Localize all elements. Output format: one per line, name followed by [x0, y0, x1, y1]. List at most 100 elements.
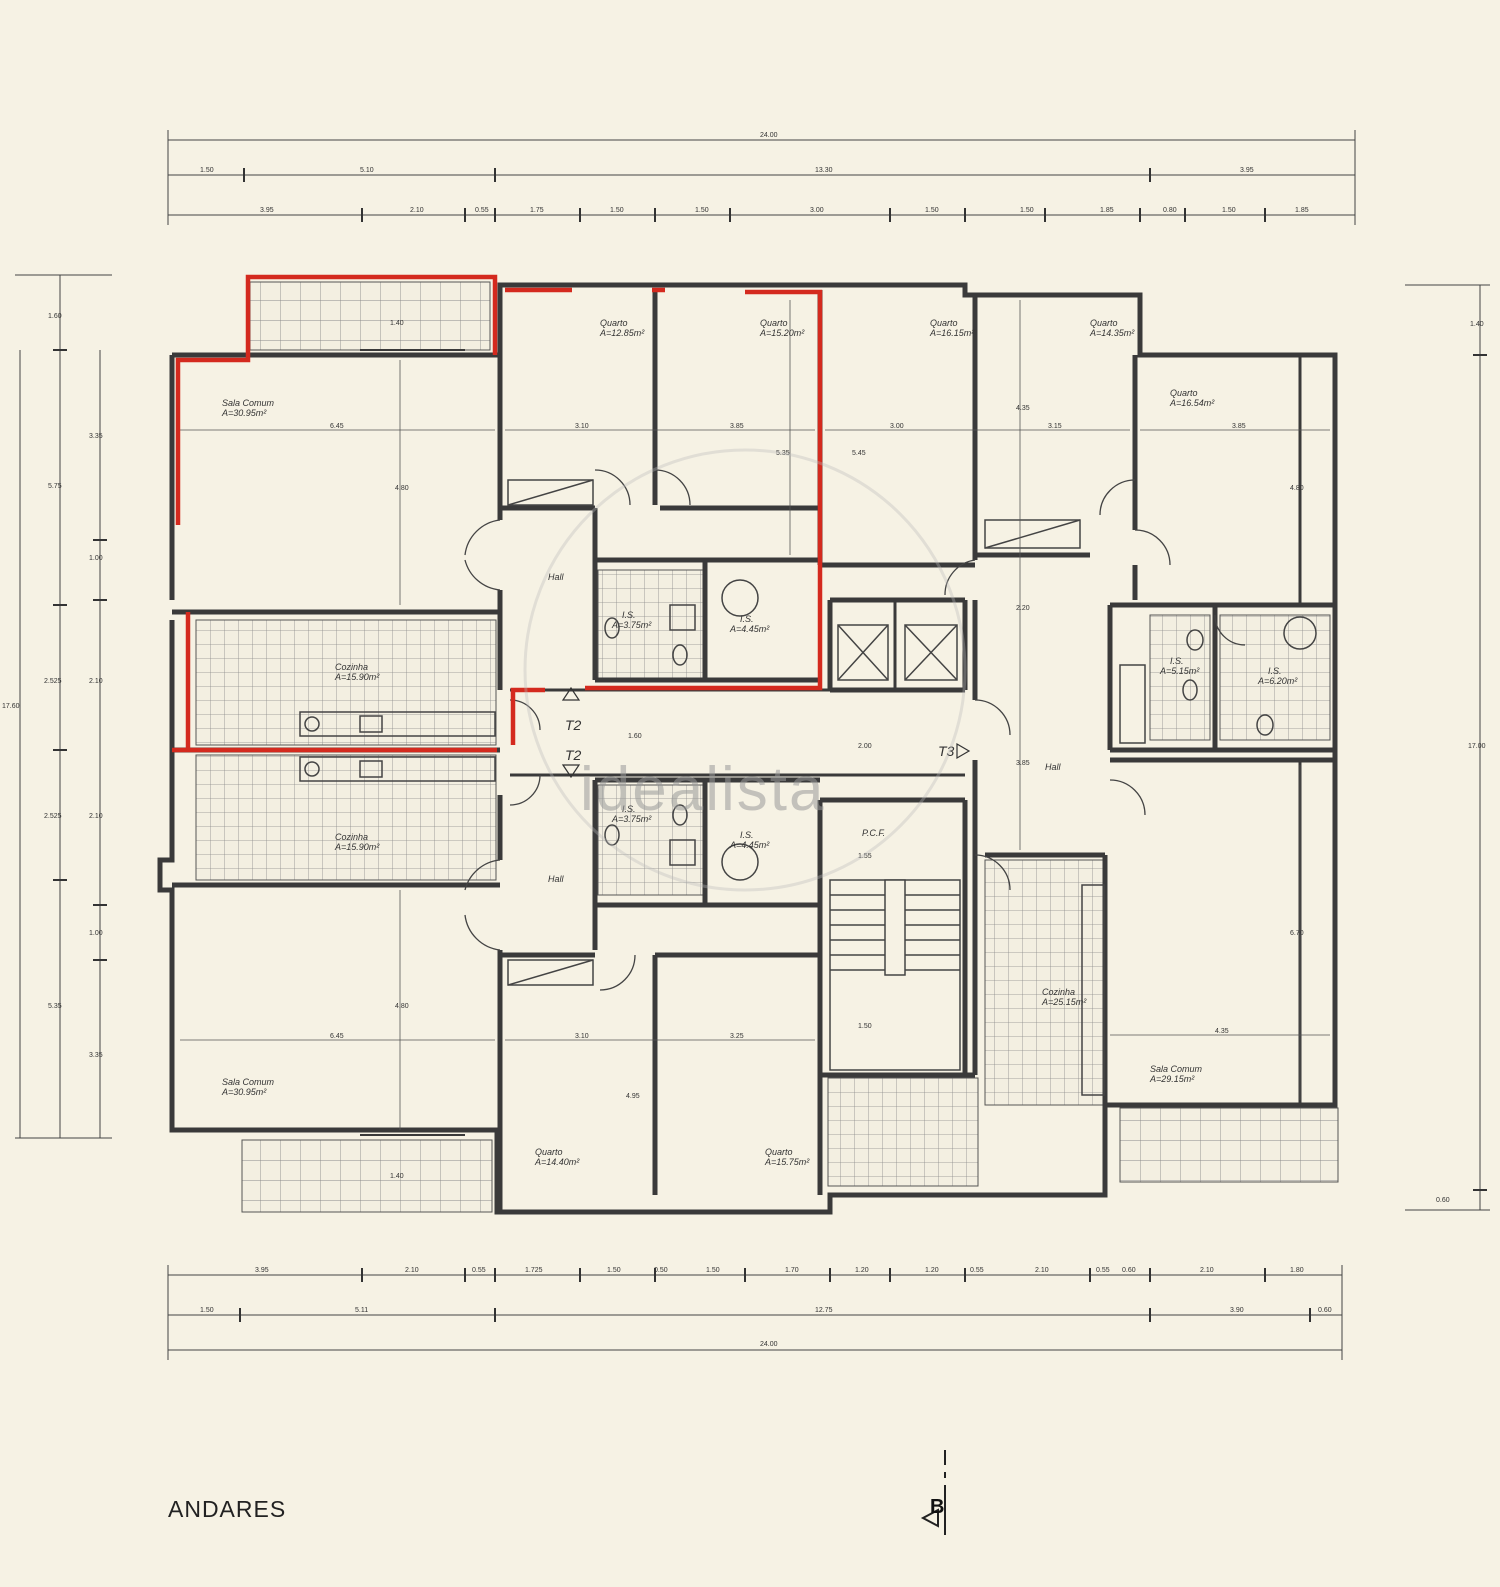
svg-text:1.40: 1.40 — [390, 320, 404, 327]
room-name: P.C.F. — [862, 828, 885, 838]
svg-text:3.10: 3.10 — [575, 423, 589, 430]
svg-text:0.60: 0.60 — [1122, 1267, 1136, 1274]
svg-text:0.60: 0.60 — [1436, 1197, 1450, 1204]
svg-text:1.725: 1.725 — [525, 1267, 543, 1274]
svg-text:2.10: 2.10 — [405, 1267, 419, 1274]
svg-text:1.70: 1.70 — [785, 1267, 799, 1274]
svg-text:0.80: 0.80 — [1163, 207, 1177, 214]
svg-text:1.85: 1.85 — [1100, 207, 1114, 214]
svg-text:5.35: 5.35 — [776, 450, 790, 457]
svg-text:1.50: 1.50 — [200, 1307, 214, 1314]
highlighted-unit-outline — [172, 274, 823, 753]
svg-text:17.00: 17.00 — [1468, 743, 1486, 750]
svg-text:0.55: 0.55 — [1096, 1267, 1110, 1274]
svg-text:3.00: 3.00 — [890, 423, 904, 430]
svg-text:idealista: idealista — [580, 755, 825, 824]
svg-text:1.50: 1.50 — [706, 1267, 720, 1274]
dimension-lines — [15, 130, 1490, 1360]
svg-text:0.55: 0.55 — [475, 207, 489, 214]
room-name: Hall — [1045, 762, 1062, 772]
svg-text:1.20: 1.20 — [925, 1267, 939, 1274]
svg-text:1.40: 1.40 — [1470, 321, 1484, 328]
room-name: I.S. — [740, 830, 754, 840]
room-area: A=14.40m² — [534, 1157, 580, 1167]
room-area: A=16.54m² — [1169, 398, 1215, 408]
room-name: Sala Comum — [222, 1077, 275, 1087]
svg-text:3.95: 3.95 — [260, 207, 274, 214]
svg-text:1.50: 1.50 — [200, 167, 214, 174]
svg-text:0.55: 0.55 — [970, 1267, 984, 1274]
interior-dimension-labels: 6.45 4.80 3.10 3.85 5.35 3.00 5.45 3.15 … — [330, 320, 1304, 1180]
closets — [299, 479, 1317, 1096]
room-area: A=15.90m² — [334, 672, 380, 682]
svg-text:5.45: 5.45 — [852, 450, 866, 457]
room-area: A=4.45m² — [729, 840, 770, 850]
watermark: idealista — [523, 448, 967, 892]
svg-text:3.35: 3.35 — [89, 433, 103, 440]
svg-text:1.55: 1.55 — [858, 853, 872, 860]
svg-text:5.35: 5.35 — [48, 1003, 62, 1010]
room-name: Quarto — [1090, 318, 1118, 328]
svg-text:12.75: 12.75 — [815, 1307, 833, 1314]
room-area: A=30.95m² — [221, 1087, 267, 1097]
svg-text:3.90: 3.90 — [1230, 1307, 1244, 1314]
room-name: Cozinha — [1042, 987, 1075, 997]
svg-text:1.50: 1.50 — [607, 1267, 621, 1274]
door-swings — [464, 469, 1246, 991]
room-name: Quarto — [1170, 388, 1198, 398]
svg-text:4.80: 4.80 — [1290, 485, 1304, 492]
svg-text:2.525: 2.525 — [44, 813, 62, 820]
room-area: A=25.15m² — [1041, 997, 1087, 1007]
svg-text:1.60: 1.60 — [48, 313, 62, 320]
svg-text:3.25: 3.25 — [730, 1033, 744, 1040]
room-name: I.S. — [622, 804, 636, 814]
svg-text:4.80: 4.80 — [395, 1003, 409, 1010]
svg-text:24.00: 24.00 — [760, 1341, 778, 1348]
svg-text:3.00: 3.00 — [810, 207, 824, 214]
svg-text:3.85: 3.85 — [1016, 760, 1030, 767]
unit-tags: T2 T2 T3 — [561, 686, 971, 779]
room-name: Quarto — [930, 318, 958, 328]
unit-tag: T2 — [565, 717, 582, 733]
room-area: A=29.15m² — [1149, 1074, 1195, 1084]
svg-text:2.10: 2.10 — [1200, 1267, 1214, 1274]
plan-title: ANDARES — [168, 1496, 287, 1522]
room-name: Hall — [548, 874, 565, 884]
svg-text:1.60: 1.60 — [628, 733, 642, 740]
svg-text:1.50: 1.50 — [925, 207, 939, 214]
room-name: I.S. — [1268, 666, 1282, 676]
room-area: A=5.15m² — [1159, 666, 1200, 676]
svg-text:1.40: 1.40 — [390, 1173, 404, 1180]
svg-text:6.45: 6.45 — [330, 1033, 344, 1040]
svg-text:2.10: 2.10 — [1035, 1267, 1049, 1274]
svg-text:1.75: 1.75 — [530, 207, 544, 214]
section-mark-label: B — [930, 1496, 945, 1518]
svg-text:5.11: 5.11 — [355, 1307, 368, 1314]
svg-text:1.80: 1.80 — [1290, 1267, 1304, 1274]
dimension-labels: 24.00 1.50 5.10 13.30 3.95 3.95 2.10 0.5… — [2, 132, 1486, 1348]
room-name: Sala Comum — [1150, 1064, 1203, 1074]
room-name: Hall — [548, 572, 565, 582]
svg-text:2.10: 2.10 — [89, 813, 103, 820]
svg-text:1.50: 1.50 — [610, 207, 624, 214]
room-labels: Sala Comum A=30.95m² Sala Comum A=30.95m… — [221, 318, 1298, 1167]
room-name: Quarto — [535, 1147, 563, 1157]
svg-text:1.20: 1.20 — [855, 1267, 869, 1274]
svg-text:24.00: 24.00 — [760, 132, 778, 139]
svg-text:13.30: 13.30 — [815, 167, 833, 174]
svg-text:3.35: 3.35 — [89, 1052, 103, 1059]
svg-text:5.75: 5.75 — [48, 483, 62, 490]
svg-text:2.20: 2.20 — [1016, 605, 1030, 612]
svg-text:0.55: 0.55 — [472, 1267, 486, 1274]
room-area: A=15.20m² — [759, 328, 805, 338]
room-area: A=30.95m² — [221, 408, 267, 418]
svg-text:4.95: 4.95 — [626, 1093, 640, 1100]
room-name: Cozinha — [335, 832, 368, 842]
svg-text:4.35: 4.35 — [1016, 405, 1030, 412]
svg-text:1.00: 1.00 — [89, 930, 103, 937]
svg-text:1.50: 1.50 — [695, 207, 709, 214]
room-area: A=3.75m² — [611, 814, 652, 824]
svg-text:4.35: 4.35 — [1215, 1028, 1229, 1035]
svg-text:2.00: 2.00 — [858, 743, 872, 750]
